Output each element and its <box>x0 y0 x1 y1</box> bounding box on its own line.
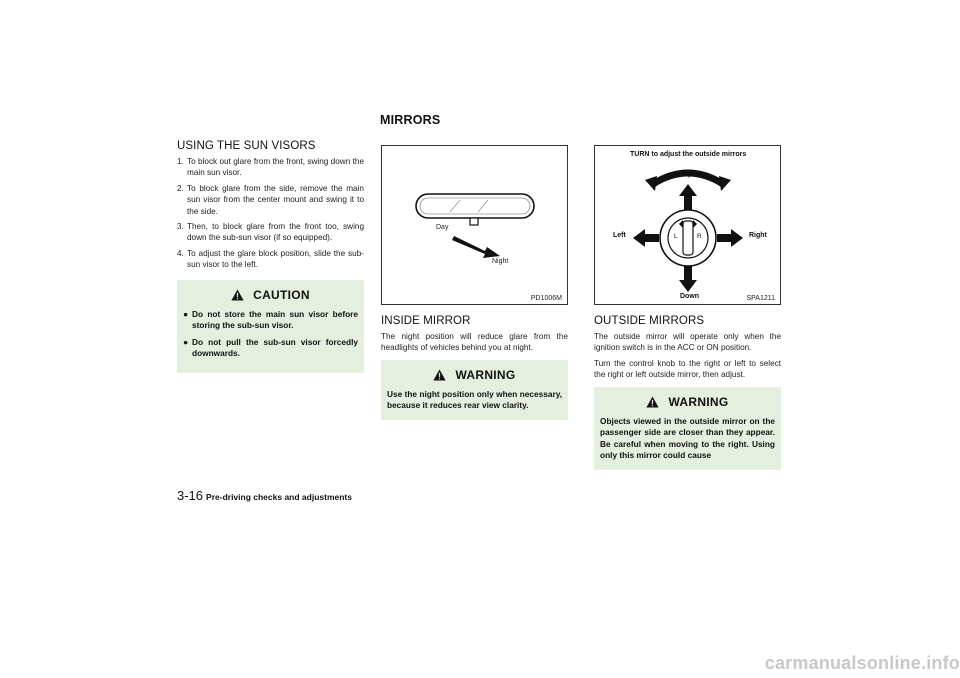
caution-label: CAUTION <box>253 287 310 302</box>
outside-mirrors-paragraph: The outside mirror will operate only whe… <box>594 332 781 353</box>
turn-caption: TURN to adjust the outside mirrors <box>630 151 747 158</box>
sun-visor-steps: 1.To block out glare from the front, swi… <box>177 156 364 271</box>
figure-code: SPA1211 <box>746 295 775 302</box>
caution-item: ●Do not pull the sub-sun visor forcedly … <box>183 336 358 359</box>
inside-mirror-warning-box: WARNING Use the night position only when… <box>381 359 568 420</box>
knob-left-label: L <box>674 233 678 240</box>
warning-triangle-icon <box>231 289 244 301</box>
warning-text: Use the night position only when necessa… <box>387 388 562 411</box>
outside-mirrors-paragraph: Turn the control knob to the right or le… <box>594 358 781 380</box>
sun-visors-heading: USING THE SUN VISORS <box>177 140 316 152</box>
right-label: Right <box>749 232 767 239</box>
caution-list: ●Do not store the main sun visor before … <box>183 309 358 360</box>
step-item: 2.To block glare from the side, remove t… <box>177 183 364 216</box>
column-outside-mirrors: TURN to adjust the outside mirrors Up Do… <box>594 145 781 470</box>
inside-mirror-heading: INSIDE MIRROR <box>381 315 471 327</box>
warning-header: WARNING <box>600 395 775 409</box>
column-sun-visors: USING THE SUN VISORS 1.To block out glar… <box>177 140 364 374</box>
outside-mirrors-heading: OUTSIDE MIRRORS <box>594 315 705 327</box>
knob-right-label: R <box>697 233 702 240</box>
caution-box: CAUTION ●Do not store the main sun visor… <box>177 279 364 374</box>
left-label: Left <box>613 232 626 239</box>
step-item: 1.To block out glare from the front, swi… <box>177 157 364 178</box>
section-title: MIRRORS <box>380 113 441 127</box>
step-item: 4.To adjust the glare block position, sl… <box>177 248 364 270</box>
warning-label: WARNING <box>668 394 729 409</box>
figure-code: PD1006M <box>530 295 562 302</box>
down-label: Down <box>680 293 700 300</box>
warning-triangle-icon <box>646 396 660 408</box>
outside-mirror-figure: TURN to adjust the outside mirrors Up Do… <box>594 145 781 305</box>
warning-text: Objects viewed in the outside mirror on … <box>600 415 775 461</box>
mirror-control-illustration <box>633 169 743 292</box>
inside-mirror-text: The night position will reduce glare fro… <box>381 332 568 353</box>
caution-item: ●Do not store the main sun visor before … <box>183 308 358 331</box>
watermark: carmanualsonline.info <box>764 653 960 673</box>
caution-header: CAUTION <box>183 288 358 302</box>
step-item: 3.Then, to block glare from the front to… <box>177 222 364 243</box>
chapter-title: Pre-driving checks and adjustments <box>206 492 352 502</box>
warning-triangle-icon <box>433 369 447 381</box>
page-number: 3-16 <box>177 488 204 503</box>
column-inside-mirror: Day Night PD1006M INSIDE MIRROR The nigh… <box>381 145 568 420</box>
day-label: Day <box>436 224 449 231</box>
warning-label: WARNING <box>455 367 516 382</box>
outside-mirror-warning-box: WARNING Objects viewed in the outside mi… <box>594 386 781 470</box>
up-label: Up <box>683 171 693 178</box>
night-label: Night <box>492 258 509 265</box>
warning-header: WARNING <box>387 368 562 382</box>
rearview-mirror-illustration <box>415 193 535 258</box>
inside-mirror-figure: Day Night PD1006M <box>381 145 568 305</box>
